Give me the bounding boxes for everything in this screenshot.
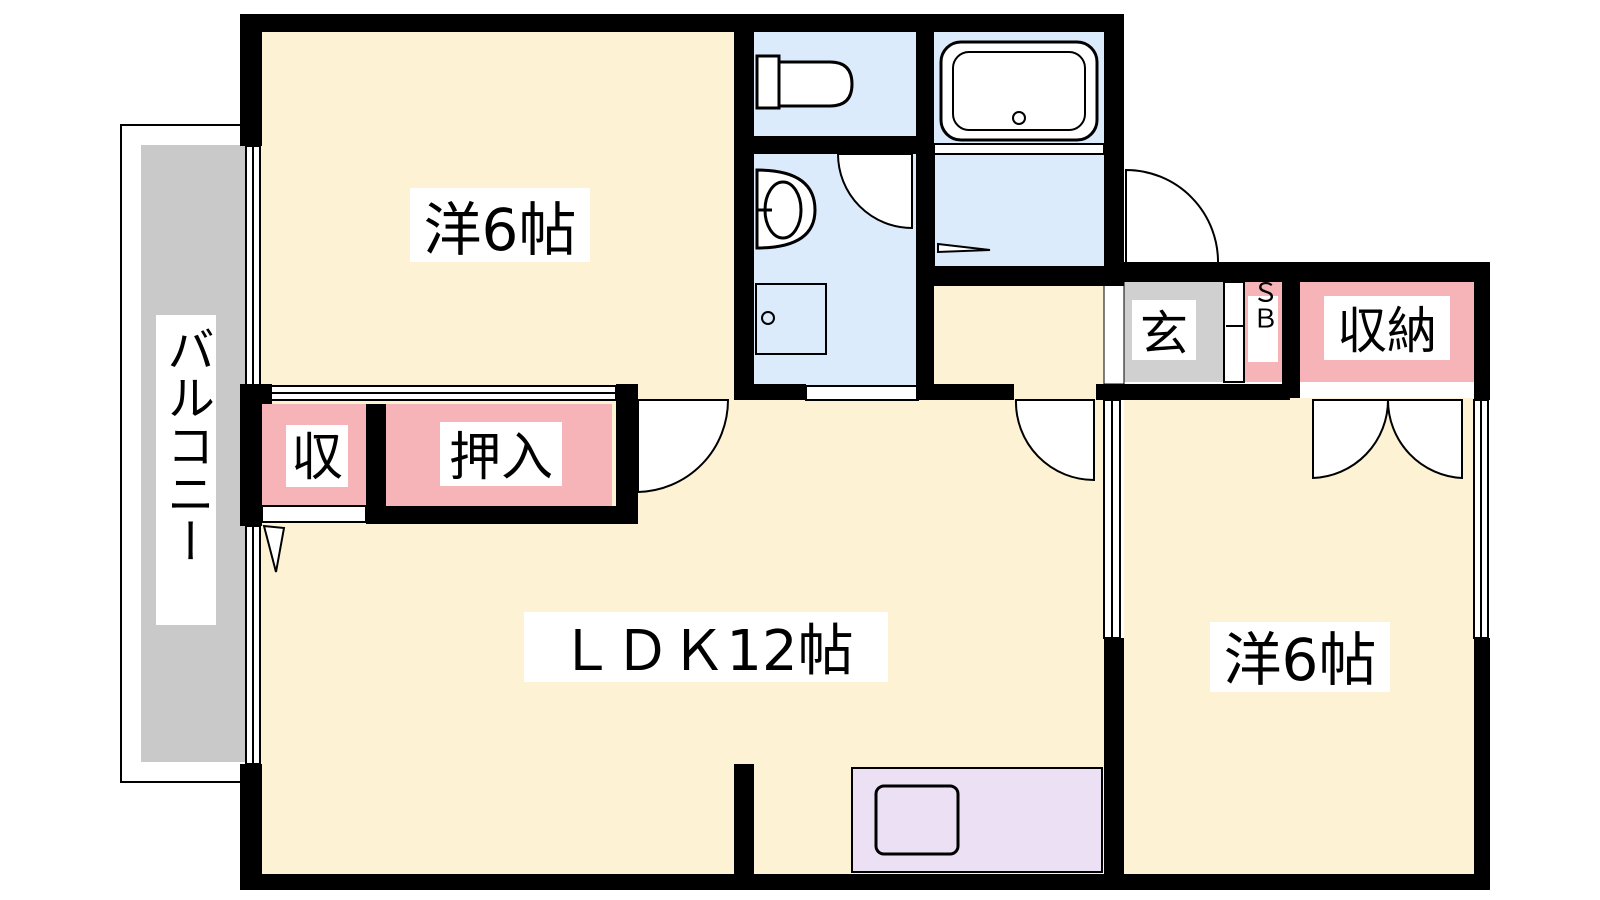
western-room-top-label: 洋6帖 bbox=[424, 196, 577, 264]
storage-right-label: 収納 bbox=[1337, 302, 1437, 360]
bathtub-icon bbox=[939, 40, 1099, 142]
door-swings bbox=[262, 153, 1463, 573]
balcony bbox=[120, 124, 247, 783]
hall-area bbox=[934, 286, 1104, 386]
entrance-label: 玄 bbox=[1140, 306, 1188, 362]
ldk-door bbox=[637, 399, 730, 494]
washing-machine-pan-icon bbox=[755, 283, 827, 355]
storage-door-right bbox=[1386, 399, 1463, 480]
entrance-door bbox=[1125, 168, 1220, 265]
toilet-icon bbox=[755, 54, 854, 110]
shoe-box-label: ＳＢ bbox=[1248, 279, 1278, 331]
balcony-window-swing bbox=[262, 524, 286, 573]
balcony-label-bg bbox=[156, 315, 216, 625]
kitchen-counter bbox=[851, 767, 1103, 873]
closet-label: 押入 bbox=[449, 428, 553, 488]
hall-door bbox=[1014, 399, 1095, 482]
label-backgrounds bbox=[286, 188, 1450, 692]
bath-door-swing bbox=[937, 242, 991, 254]
storage-small-label: 収 bbox=[291, 428, 343, 488]
balcony-label: バルコニー bbox=[158, 325, 214, 565]
ldk-label: ＬＤＫ12帖 bbox=[558, 619, 853, 684]
toilet-door bbox=[836, 153, 913, 230]
sink-icon bbox=[874, 784, 960, 856]
storage-door-left bbox=[1312, 399, 1390, 480]
wash-basin-icon bbox=[755, 168, 817, 250]
walls bbox=[240, 14, 1490, 890]
western-room-right-label: 洋6帖 bbox=[1224, 626, 1377, 694]
